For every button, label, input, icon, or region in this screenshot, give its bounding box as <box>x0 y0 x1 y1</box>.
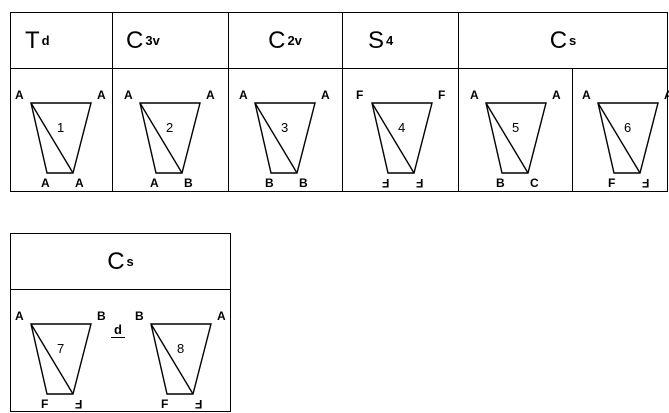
diagonal-edge <box>30 102 74 174</box>
vertex-label-top-left: B <box>135 309 144 323</box>
vertex-label-bottom-right: F <box>642 176 650 190</box>
divider <box>572 69 573 191</box>
header-s4-sub: 4 <box>386 33 394 48</box>
molecule-cell-7: A B F F 7 <box>11 290 106 413</box>
trapezoid-molecule <box>30 102 92 174</box>
molecule-number: 5 <box>512 120 520 135</box>
vertex-label-bottom-left: B <box>265 176 274 190</box>
molecule-number: 1 <box>57 120 65 135</box>
molecule-number: 2 <box>166 120 174 135</box>
header-c3v-sub: 3v <box>145 33 160 48</box>
trapezoid-outline <box>485 102 547 174</box>
header-cs-bottom-sub: s <box>126 254 134 269</box>
vertex-label-bottom-right: B <box>184 176 193 190</box>
trapezoid-outline <box>30 323 92 395</box>
vertex-label-top-right: A <box>664 88 669 102</box>
vertex-label-top-right: A <box>217 309 226 323</box>
vertex-label-bottom-left: F <box>41 397 49 411</box>
molecule-number: 8 <box>177 341 185 356</box>
molecule-cell-4: F F F F 4 <box>342 69 458 191</box>
molecule-number: 7 <box>57 341 65 356</box>
trapezoid-molecule <box>30 323 92 395</box>
diagonal-edge <box>371 102 415 174</box>
molecule-number: 4 <box>398 120 406 135</box>
header-td-main: T <box>25 26 40 54</box>
header-td-sub: d <box>41 33 50 48</box>
divider <box>458 13 459 191</box>
vertex-label-top-left: F <box>356 88 364 102</box>
vertex-label-bottom-left: A <box>150 176 159 190</box>
diagonal-edge <box>254 102 298 174</box>
vertex-label-top-left: A <box>470 88 479 102</box>
molecule-cell-5: A A B C 5 <box>458 69 572 191</box>
vertex-label-top-right: B <box>97 309 106 323</box>
vertex-label-top-right: A <box>552 88 561 102</box>
vertex-label-bottom-right: F <box>416 176 424 190</box>
vertex-label-top-left: A <box>15 88 24 102</box>
molecule-cell-2: A A A B 2 <box>112 69 228 191</box>
header-c2v-main: C <box>268 26 286 54</box>
vertex-label-bottom-left: F <box>382 176 390 190</box>
mirror-separator: d <box>103 321 133 339</box>
molecule-number: 3 <box>281 120 289 135</box>
vertex-label-top-left: A <box>239 88 248 102</box>
diagonal-edge <box>597 102 641 174</box>
vertex-label-bottom-left: B <box>496 176 505 190</box>
trapezoid-outline <box>150 323 212 395</box>
trapezoid-outline <box>30 102 92 174</box>
trapezoid-molecule <box>139 102 201 174</box>
vertex-label-bottom-left: F <box>161 397 169 411</box>
molecule-cell-3: A A B B 3 <box>228 69 342 191</box>
mirror-label: d <box>111 323 125 338</box>
header-cs-main: C <box>549 26 568 54</box>
trapezoid-outline <box>139 102 201 174</box>
molecule-cell-6: A A F F 6 <box>572 69 669 191</box>
vertex-label-top-left: A <box>15 309 24 323</box>
trapezoid-outline <box>254 102 316 174</box>
trapezoid-molecule <box>150 323 212 395</box>
header-c2v-sub: 2v <box>287 33 302 48</box>
diagonal-edge <box>30 323 74 395</box>
trapezoid-outline <box>597 102 659 174</box>
vertex-label-bottom-right: C <box>530 176 539 190</box>
diagonal-edge <box>150 323 194 395</box>
vertex-label-bottom-right: F <box>195 397 203 411</box>
vertex-label-top-right: A <box>206 88 215 102</box>
header-s4-main: S <box>368 26 385 54</box>
vertex-label-top-right: A <box>97 88 106 102</box>
diagonal-edge <box>485 102 529 174</box>
molecule-cell-8: B A F F 8 <box>133 290 230 413</box>
trapezoid-molecule <box>371 102 433 174</box>
diagonal-edge <box>139 102 183 174</box>
molecule-number: 6 <box>624 120 632 135</box>
molecule-cell-1: A A A A 1 <box>11 69 112 191</box>
vertex-label-top-left: A <box>582 88 591 102</box>
trapezoid-molecule <box>597 102 659 174</box>
header-c3v-main: C <box>126 26 144 54</box>
trapezoid-molecule <box>485 102 547 174</box>
divider <box>228 13 229 191</box>
vertex-label-top-right: F <box>438 88 446 102</box>
vertex-label-top-left: A <box>124 88 133 102</box>
vertex-label-bottom-left: F <box>608 176 616 190</box>
vertex-label-bottom-right: F <box>75 397 83 411</box>
vertex-label-bottom-right: B <box>299 176 308 190</box>
trapezoid-molecule <box>254 102 316 174</box>
vertex-label-bottom-right: A <box>75 176 84 190</box>
divider <box>342 13 343 191</box>
vertex-label-bottom-left: A <box>41 176 50 190</box>
trapezoid-outline <box>371 102 433 174</box>
vertex-label-top-right: A <box>321 88 330 102</box>
header-cs-sub: s <box>569 33 577 48</box>
divider <box>112 13 113 191</box>
header-cs-bottom-main: C <box>107 247 125 275</box>
